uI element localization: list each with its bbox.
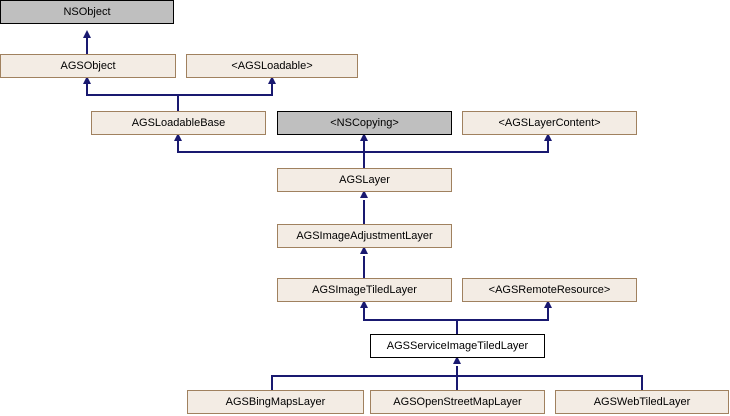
class-box-nscopying[interactable]: <NSCopying> <box>277 111 452 135</box>
class-box-agsremoteresource[interactable]: <AGSRemoteResource> <box>462 278 637 302</box>
class-box-agsimageadjustmentlayer[interactable]: AGSImageAdjustmentLayer <box>277 224 452 248</box>
class-box-agsserviceimagetiledlayer[interactable]: AGSServiceImageTiledLayer <box>370 334 545 358</box>
edge-serviceimagetiled-parents <box>363 302 549 321</box>
class-box-nsobject[interactable]: NSObject <box>0 0 174 24</box>
class-box-agslayer[interactable]: AGSLayer <box>277 168 452 192</box>
class-box-agsopenstreetmaplayer[interactable]: AGSOpenStreetMapLayer <box>370 390 545 414</box>
class-box-agsloadablebase[interactable]: AGSLoadableBase <box>91 111 266 135</box>
edge-loadablebase-parents <box>86 78 273 96</box>
arrowhead-nsobject <box>83 30 91 38</box>
class-box-agsobject[interactable]: AGSObject <box>0 54 176 78</box>
inheritance-arrowheads <box>83 30 552 364</box>
class-box-agsbingmapslayer[interactable]: AGSBingMapsLayer <box>187 390 364 414</box>
class-box-agsloadable[interactable]: <AGSLoadable> <box>186 54 358 78</box>
edge-subclass-bar <box>271 375 643 390</box>
edge-layer-parents <box>177 135 549 153</box>
class-box-agslayercontent[interactable]: <AGSLayerContent> <box>462 111 637 135</box>
class-box-agsimagetiledlayer[interactable]: AGSImageTiledLayer <box>277 278 452 302</box>
class-box-agswebtiledlayer[interactable]: AGSWebTiledLayer <box>555 390 729 414</box>
